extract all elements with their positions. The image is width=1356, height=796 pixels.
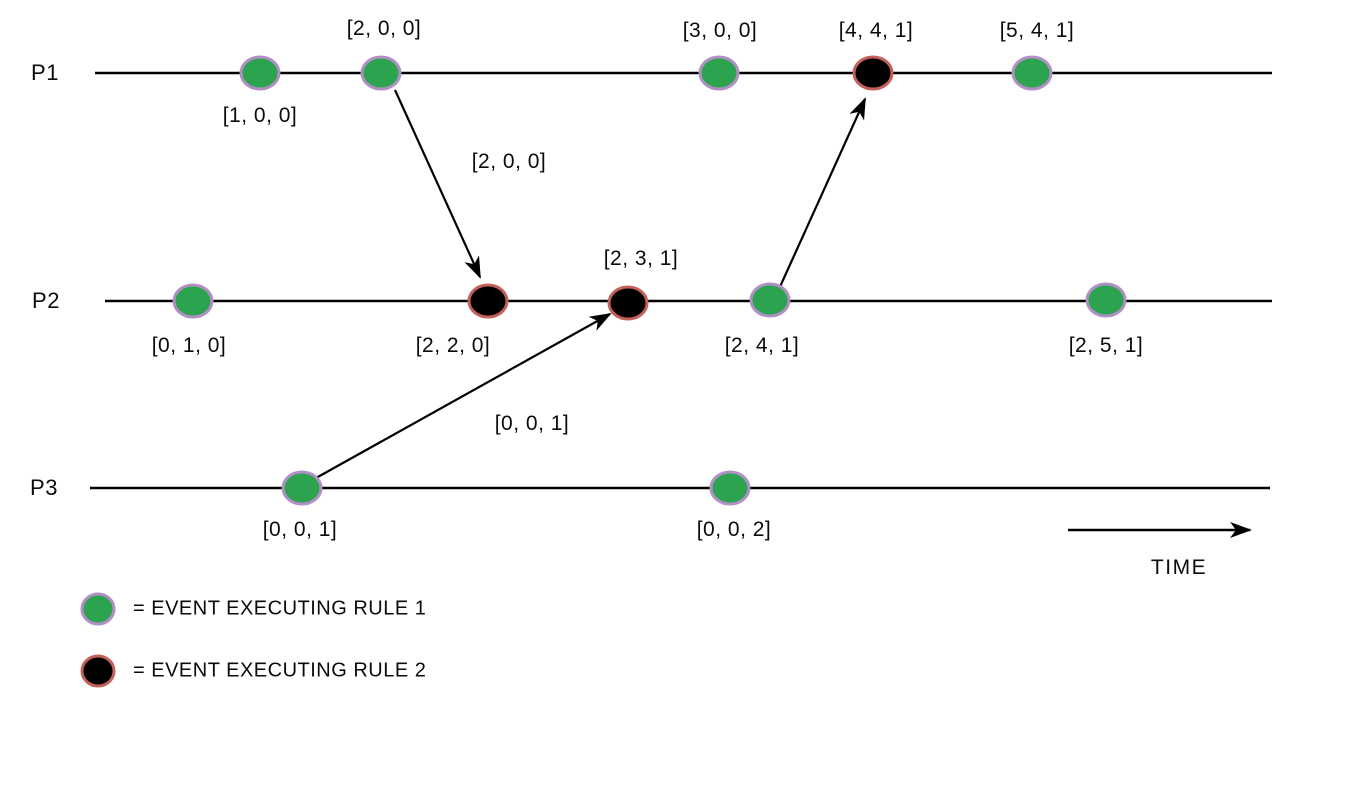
p2-label: P2	[32, 288, 60, 313]
message-1-clock: [2, 0, 0]	[471, 150, 547, 173]
legend-rule1-icon	[80, 592, 116, 626]
p3-label: P3	[30, 475, 58, 500]
event-p2-3-circle	[607, 285, 649, 321]
event-p2-1-circle	[172, 283, 214, 319]
event-p2-5-circle	[1085, 282, 1127, 318]
message-arrow-p2-to-p1	[777, 97, 867, 290]
event-p2-5-clock: [2, 5, 1]	[1068, 334, 1144, 357]
event-p3-2-clock: [0, 0, 2]	[696, 518, 772, 541]
message-arrow-p1-to-p2	[393, 89, 482, 279]
event-p2-4-clock: [2, 4, 1]	[724, 334, 800, 357]
event-p1-4-circle	[852, 55, 894, 91]
event-p2-2-clock: [2, 2, 0]	[415, 334, 491, 357]
event-p2-3-clock: [2, 3, 1]	[603, 247, 679, 270]
event-p1-1-circle	[239, 55, 281, 91]
event-p3-2-circle	[709, 470, 751, 506]
event-p1-2-clock: [2, 0, 0]	[346, 17, 422, 40]
legend-rule2-icon	[80, 654, 116, 688]
event-p1-3-circle	[698, 55, 740, 91]
event-p3-1-clock: [0, 0, 1]	[262, 518, 338, 541]
event-p1-5-clock: [5, 4, 1]	[999, 19, 1075, 42]
event-p1-4-clock: [4, 4, 1]	[838, 19, 914, 42]
event-p1-1-clock: [1, 0, 0]	[222, 104, 298, 127]
message-arrow-p3-to-p2	[315, 313, 612, 479]
event-p2-4-circle	[749, 282, 791, 318]
time-label: TIME	[1150, 556, 1208, 579]
event-p2-1-clock: [0, 1, 0]	[151, 334, 227, 357]
message-2-clock: [0, 0, 1]	[494, 412, 570, 435]
event-p1-5-circle	[1011, 55, 1053, 91]
p1-label: P1	[31, 60, 59, 85]
event-p2-2-circle	[467, 283, 509, 319]
legend-rule2-text: = EVENT EXECUTING RULE 2	[133, 659, 427, 682]
legend-rule1-text: = EVENT EXECUTING RULE 1	[133, 597, 427, 620]
event-p1-2-circle	[360, 55, 402, 91]
event-p1-3-clock: [3, 0, 0]	[682, 19, 758, 42]
event-p3-1-circle	[281, 470, 323, 506]
